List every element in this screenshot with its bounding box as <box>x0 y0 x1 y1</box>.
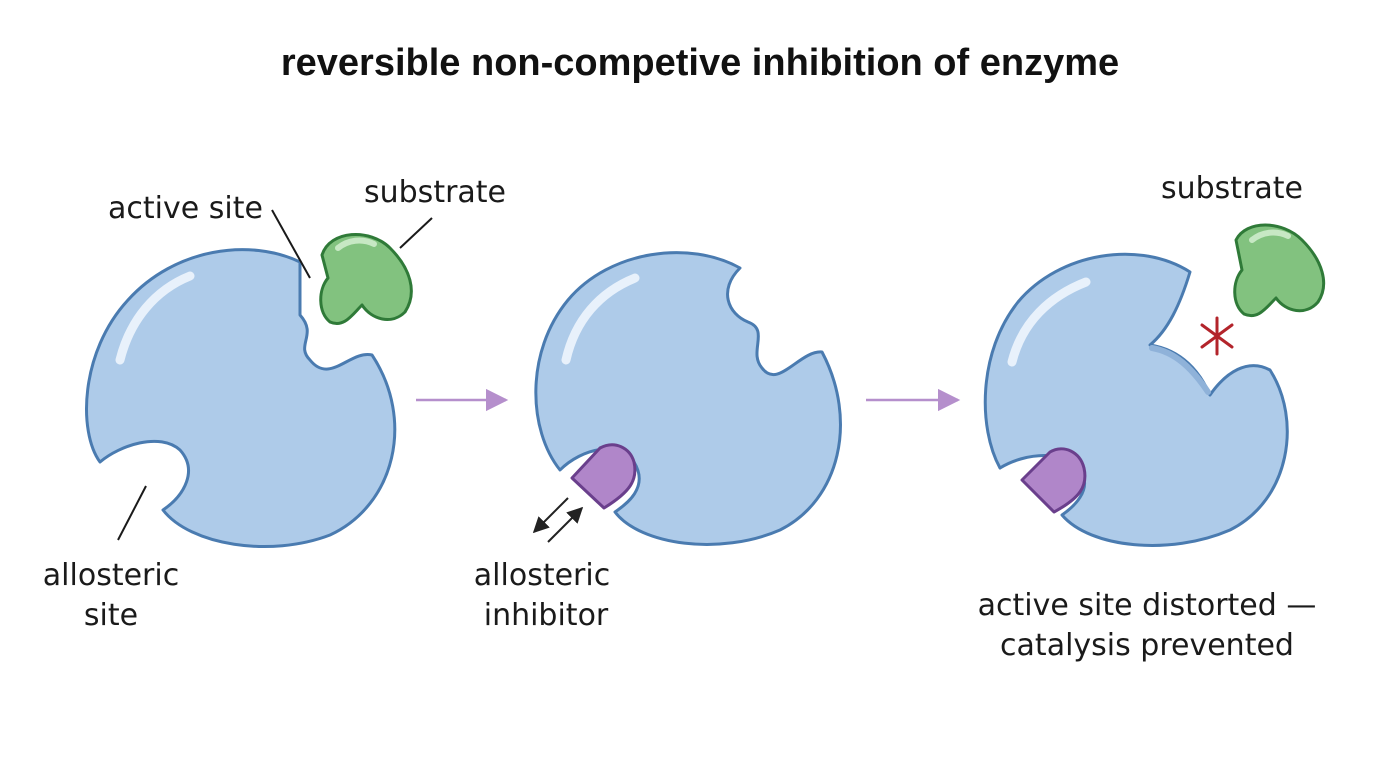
allosteric-site-label-line1: allosteric <box>43 558 179 593</box>
result-label-line1: active site distorted — <box>978 588 1317 623</box>
enzyme-1 <box>85 248 397 549</box>
allosteric-site-leader <box>117 485 147 541</box>
enzyme-1-highlight <box>115 271 195 365</box>
substrate-label-3: substrate <box>1161 171 1303 206</box>
blocked-binding-icon <box>1200 316 1234 356</box>
allosteric-site-label-line2: site <box>84 598 138 633</box>
result-label-line2: catalysis prevented <box>1000 628 1294 663</box>
panel-3: substrate active site distorted — cataly… <box>978 171 1326 663</box>
substrate-label-1: substrate <box>364 175 506 210</box>
enzyme-3-highlight <box>1007 277 1091 367</box>
enzyme-2 <box>534 251 842 546</box>
substrate-1 <box>319 233 413 325</box>
active-site-leader <box>271 209 311 279</box>
substrate-leader <box>399 217 433 249</box>
panel-2: allosteric inhibitor <box>474 251 842 633</box>
reversible-arrow-reverse <box>532 497 569 534</box>
active-site-label: active site <box>108 191 263 226</box>
substrate-1-highlight <box>335 237 377 251</box>
inhibitor-3 <box>1020 447 1087 514</box>
inhibitor-2 <box>570 443 637 510</box>
inhibitor-label-line1: allosteric <box>474 558 610 593</box>
diagram-title: reversible non-competive inhibition of e… <box>281 42 1119 84</box>
enzyme-2-highlight <box>561 273 640 365</box>
distortion-shading <box>1149 345 1211 395</box>
reversible-arrow-forward <box>547 506 584 543</box>
substrate-3 <box>1233 223 1326 317</box>
panel-1: active site substrate allosteric site <box>43 175 506 633</box>
inhibitor-label-line2: inhibitor <box>484 598 609 633</box>
substrate-3-highlight <box>1249 229 1291 243</box>
